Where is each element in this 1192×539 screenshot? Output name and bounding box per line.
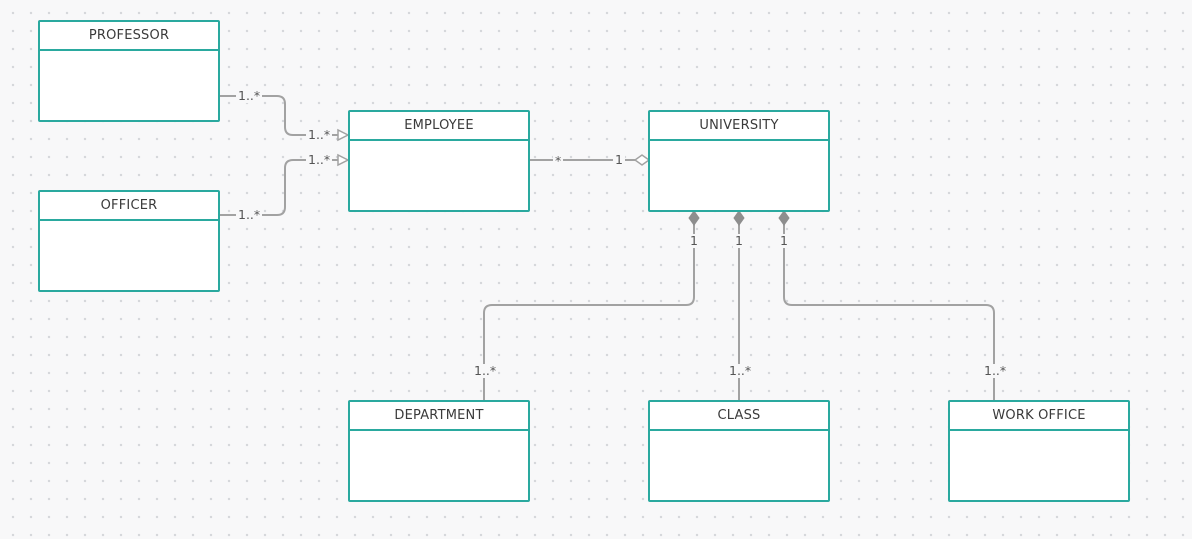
class-body — [350, 431, 528, 500]
multiplicity-label: 1 — [613, 152, 625, 167]
multiplicity-label: 1..* — [236, 207, 263, 222]
class-professor[interactable]: PROFESSOR — [38, 20, 220, 122]
multiplicity-label: 1 — [688, 233, 700, 248]
class-body — [40, 221, 218, 290]
multiplicity-label: 1 — [778, 233, 790, 248]
university-department-connector[interactable] — [483, 224, 695, 400]
class-composition-diamond — [733, 210, 745, 226]
class-name: EMPLOYEE — [350, 112, 528, 141]
class-body — [950, 431, 1128, 500]
class-body — [650, 431, 828, 500]
multiplicity-label: 1..* — [727, 363, 754, 378]
multiplicity-label: 1..* — [306, 152, 333, 167]
officer-employee-connector[interactable] — [220, 159, 338, 216]
professor-employee-connector[interactable] — [220, 95, 338, 136]
class-body — [40, 51, 218, 120]
class-class[interactable]: CLASS — [648, 400, 830, 502]
class-department[interactable]: DEPARTMENT — [348, 400, 530, 502]
class-officer[interactable]: OFFICER — [38, 190, 220, 292]
class-name: DEPARTMENT — [350, 402, 528, 431]
multiplicity-label: 1..* — [472, 363, 499, 378]
officer-generalization-arrowhead — [337, 153, 350, 167]
class-name: WORK OFFICE — [950, 402, 1128, 431]
class-name: UNIVERSITY — [650, 112, 828, 141]
class-body — [350, 141, 528, 210]
class-work-office[interactable]: WORK OFFICE — [948, 400, 1130, 502]
professor-generalization-arrowhead — [337, 128, 350, 142]
class-employee[interactable]: EMPLOYEE — [348, 110, 530, 212]
aggregation-diamond — [633, 154, 651, 166]
class-name: OFFICER — [40, 192, 218, 221]
university-work-office-connector[interactable] — [783, 224, 995, 400]
class-name: CLASS — [650, 402, 828, 431]
multiplicity-label: 1..* — [236, 88, 263, 103]
multiplicity-label: 1..* — [306, 127, 333, 142]
class-university[interactable]: UNIVERSITY — [648, 110, 830, 212]
department-composition-diamond — [688, 210, 700, 226]
multiplicity-label: 1..* — [982, 363, 1009, 378]
work-office-composition-diamond — [778, 210, 790, 226]
multiplicity-label: * — [553, 153, 564, 168]
multiplicity-label: 1 — [733, 233, 745, 248]
class-name: PROFESSOR — [40, 22, 218, 51]
class-body — [650, 141, 828, 210]
